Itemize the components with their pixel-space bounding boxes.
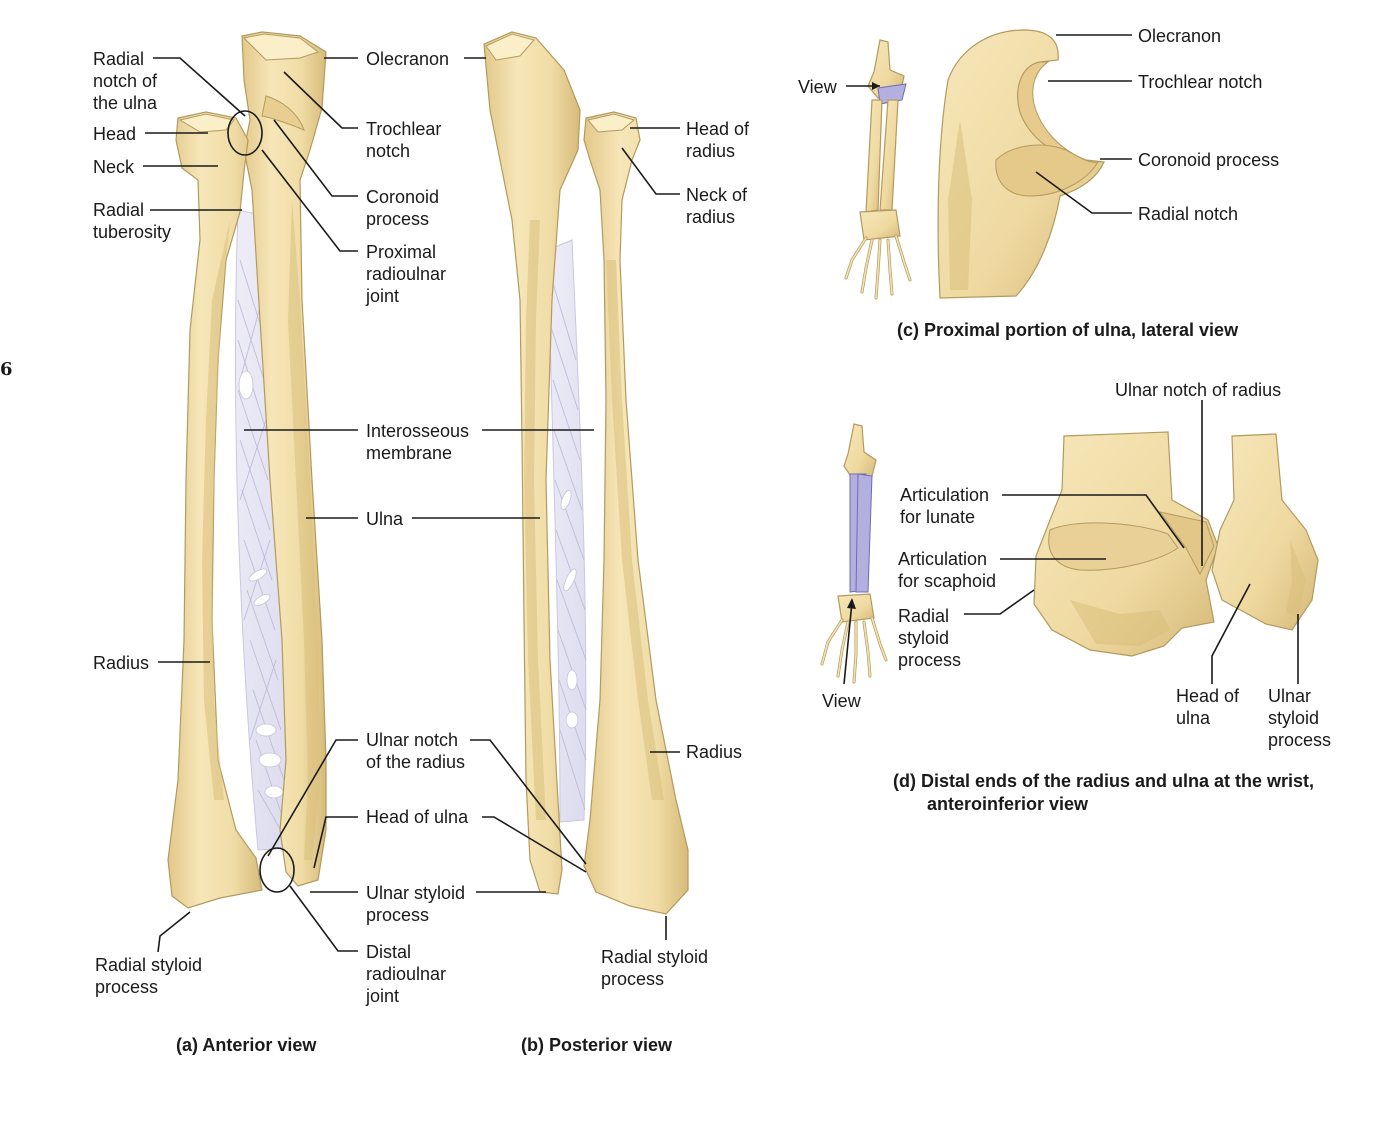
caption-d: (d) Distal ends of the radius and ulna a…: [893, 771, 1319, 814]
label-interosseous-membrane: Interosseous membrane: [366, 421, 474, 463]
panel-b-posterior-view: Head of radius Neck of radius Radius Rad…: [412, 31, 754, 1055]
panel-d-distal-ends: View Ulnar notch of radius Articulation …: [820, 380, 1331, 814]
label-olecranon-a: Olecranon: [366, 49, 449, 69]
panel-a-anterior-view: Radial notch of the ulna Head Neck Radia…: [93, 31, 474, 1055]
label-coronoid-process-a: Coronoid process: [366, 187, 444, 229]
label-ulnar-notch-of-the-radius: Ulnar notch of the radius: [366, 730, 465, 772]
label-head-of-radius: Head of radius: [686, 119, 754, 161]
panel-b-leaders: [412, 57, 680, 940]
label-head-of-ulna-d: Head of ulna: [1176, 686, 1244, 728]
radius-anterior: [167, 111, 263, 909]
panel-a-leaders: [143, 57, 358, 953]
page-number: 6: [0, 359, 13, 380]
orientation-forearm-d: [820, 423, 888, 684]
label-articulation-for-lunate: Articulation for lunate: [900, 485, 994, 527]
label-distal-radioulnar-joint: Distal radioulnar joint: [365, 942, 451, 1006]
label-ulnar-notch-of-radius-d: Ulnar notch of radius: [1115, 380, 1281, 400]
panel-c-proximal-ulna: View Olecranon Trochlear notch Coronoid …: [798, 26, 1279, 340]
label-radial-styloid-process-b: Radial styloid process: [601, 947, 713, 989]
membrane-fibers-b: [551, 279, 587, 811]
label-radius-b: Radius: [686, 742, 742, 762]
caption-a: (a) Anterior view: [176, 1035, 317, 1055]
label-view-d: View: [822, 691, 862, 711]
caption-c: (c) Proximal portion of ulna, lateral vi…: [897, 320, 1239, 340]
label-view-c: View: [798, 77, 838, 97]
panel-c-leaders: [1035, 34, 1132, 214]
membrane-fibers-a: [237, 259, 290, 846]
radius-posterior: [583, 111, 689, 915]
label-olecranon-c: Olecranon: [1138, 26, 1221, 46]
label-head: Head: [93, 124, 136, 144]
label-radial-styloid-process-a: Radial styloid process: [95, 955, 207, 997]
label-ulna: Ulna: [366, 509, 404, 529]
label-neck: Neck: [93, 157, 135, 177]
label-radius-a: Radius: [93, 653, 149, 673]
label-coronoid-process-c: Coronoid process: [1138, 150, 1279, 170]
label-head-of-ulna-a: Head of ulna: [366, 807, 469, 827]
label-radial-tuberosity: Radial tuberosity: [93, 200, 171, 242]
label-neck-of-radius: Neck of radius: [686, 185, 752, 227]
orientation-forearm-c: [844, 39, 912, 300]
panel-d-leaders: [964, 400, 1299, 684]
distal-ulna: [1211, 433, 1319, 631]
label-trochlear-notch-a: Trochlear notch: [366, 119, 446, 161]
label-trochlear-notch-c: Trochlear notch: [1138, 72, 1262, 92]
label-ulnar-styloid-process-a: Ulnar styloid process: [366, 883, 470, 925]
label-proximal-radioulnar-joint: Proximal radioulnar joint: [365, 242, 451, 306]
label-radial-notch-of-ulna: Radial notch of the ulna: [93, 49, 162, 113]
label-radial-styloid-process-d: Radial styloid process: [898, 606, 961, 670]
label-radial-notch-c: Radial notch: [1138, 204, 1238, 224]
label-articulation-for-scaphoid: Articulation for scaphoid: [898, 549, 996, 591]
caption-b: (b) Posterior view: [521, 1035, 673, 1055]
label-ulnar-styloid-process-d: Ulnar styloid process: [1268, 686, 1331, 750]
